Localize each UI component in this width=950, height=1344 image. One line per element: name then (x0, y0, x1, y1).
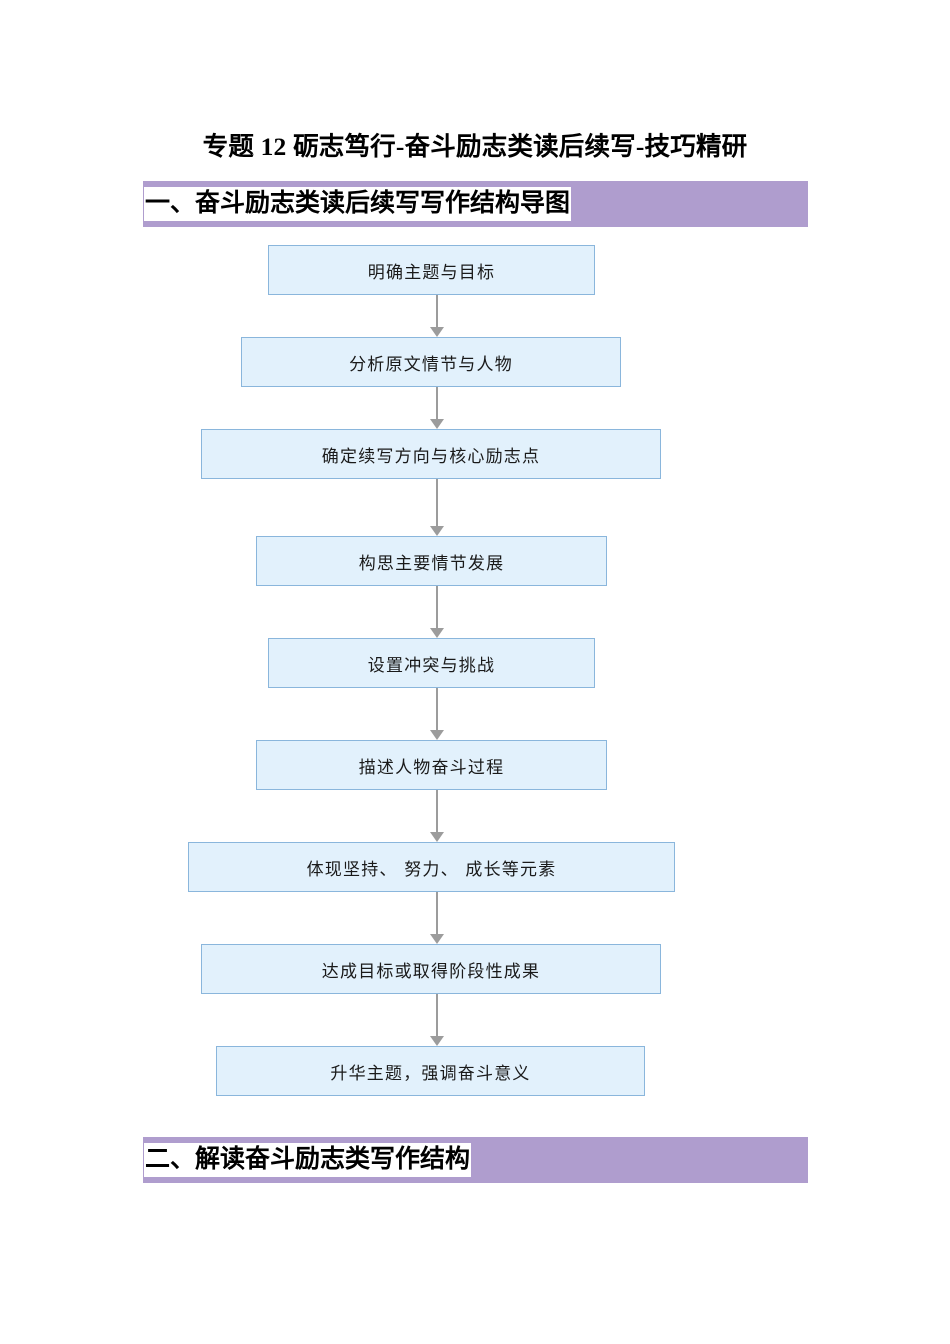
flow-node-1: 明确主题与目标 (268, 245, 595, 295)
section-heading-1-label: 一、奋斗励志类读后续写写作结构导图 (144, 187, 572, 221)
flow-node-9: 升华主题，强调奋斗意义 (216, 1046, 645, 1096)
flow-node-4: 构思主要情节发展 (256, 536, 607, 586)
flow-arrow-3-4 (430, 479, 444, 536)
flow-arrow-1-2 (430, 295, 444, 337)
flow-arrow-6-7 (430, 790, 444, 842)
writing-structure-flowchart: 明确主题与目标 分析原文情节与人物 确定续写方向与核心励志点 构思主要情节发展 (0, 236, 950, 1116)
flow-node-8: 达成目标或取得阶段性成果 (201, 944, 661, 994)
section-heading-2: 二、解读奋斗励志类写作结构 (143, 1137, 808, 1183)
flow-arrow-7-8 (430, 892, 444, 944)
flow-node-5: 设置冲突与挑战 (268, 638, 595, 688)
flow-node-3: 确定续写方向与核心励志点 (201, 429, 661, 479)
flow-arrow-5-6 (430, 688, 444, 740)
flow-node-5-label: 设置冲突与挑战 (367, 655, 496, 676)
flow-node-8-label: 达成目标或取得阶段性成果 (321, 961, 541, 982)
flow-node-6-label: 描述人物奋斗过程 (358, 757, 505, 778)
flow-node-3-label: 确定续写方向与核心励志点 (321, 446, 541, 467)
flow-node-7-label: 体现坚持、 努力、 成长等元素 (306, 859, 557, 880)
flow-node-6: 描述人物奋斗过程 (256, 740, 607, 790)
flow-node-2-label: 分析原文情节与人物 (349, 354, 513, 375)
flow-node-9-label: 升华主题，强调奋斗意义 (330, 1063, 531, 1084)
section-heading-2-label: 二、解读奋斗励志类写作结构 (144, 1143, 472, 1177)
page-title: 专题 12 砺志笃行-奋斗励志类读后续写-技巧精研 (202, 132, 748, 161)
flow-arrow-4-5 (430, 586, 444, 638)
section-heading-1: 一、奋斗励志类读后续写写作结构导图 (143, 181, 808, 227)
flow-node-4-label: 构思主要情节发展 (358, 553, 505, 574)
flow-arrow-2-3 (430, 387, 444, 429)
flow-node-7: 体现坚持、 努力、 成长等元素 (188, 842, 675, 892)
flow-arrow-8-9 (430, 994, 444, 1046)
flow-node-2: 分析原文情节与人物 (241, 337, 621, 387)
flow-node-1-label: 明确主题与目标 (367, 262, 496, 283)
